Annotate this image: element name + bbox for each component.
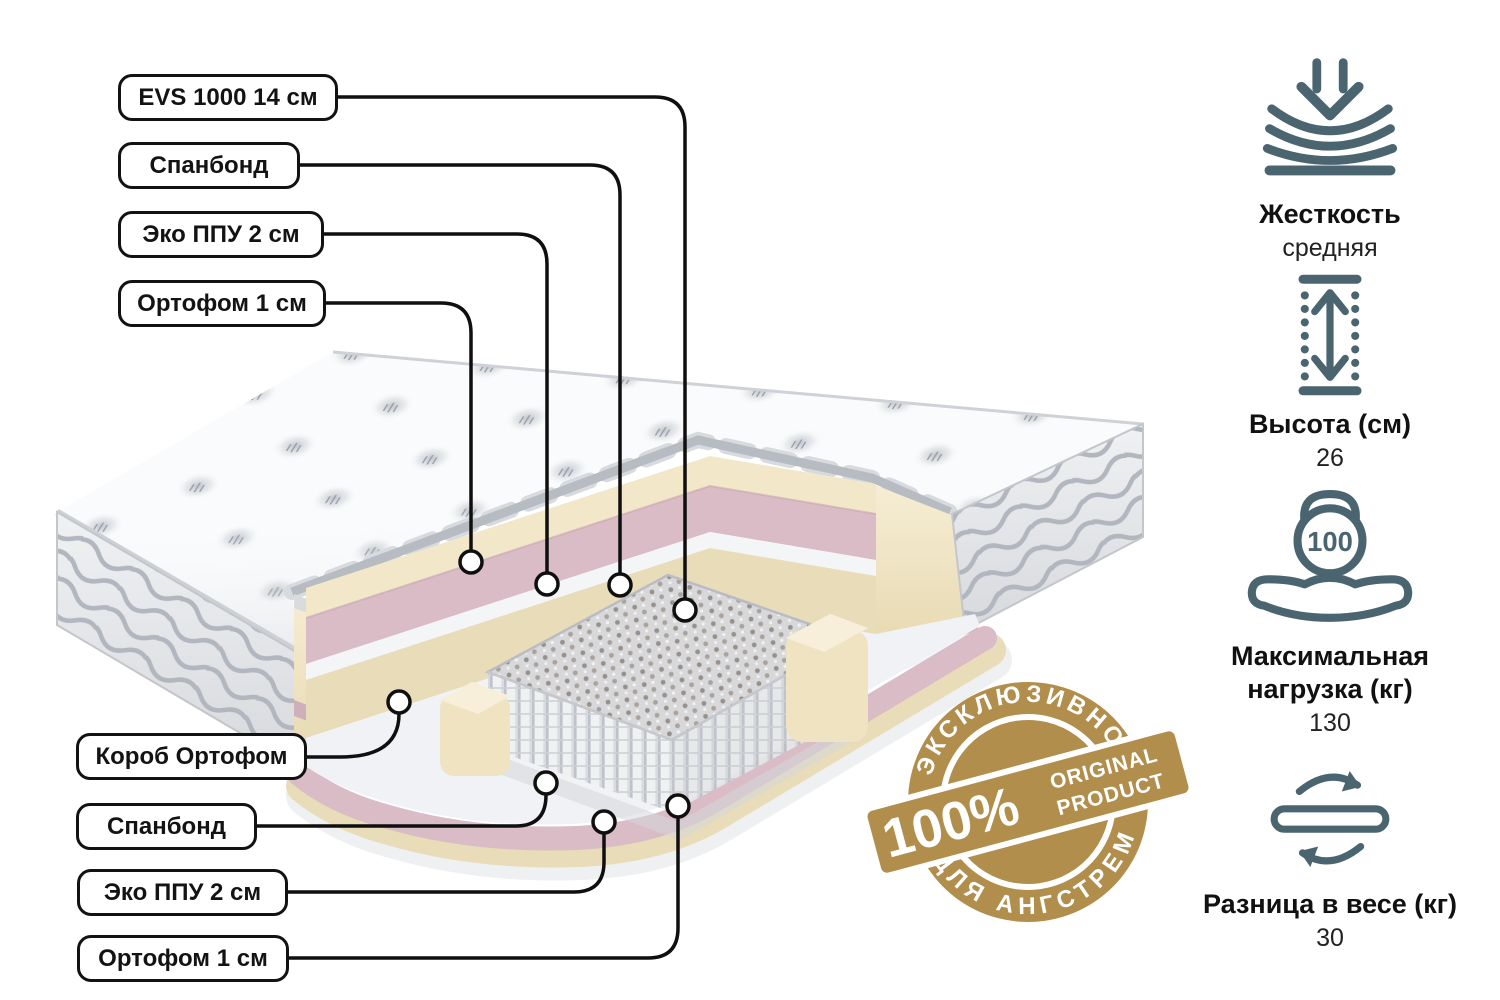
layer-label-ortofoam-bottom: Ортофом 1 см [77, 935, 289, 982]
callout-lines [250, 95, 687, 960]
layer-label-eco-ppu-bottom: Эко ППУ 2 см [77, 869, 288, 916]
layer-label-eco-ppu-top: Эко ППУ 2 см [118, 211, 324, 258]
max-load-icon: 100 [1247, 490, 1413, 622]
spec-weight-difference: Разница в весе (кг) 30 [1195, 760, 1465, 954]
layer-label-foam-box: Короб Ортофом [76, 733, 307, 780]
spec-value: 30 [1316, 923, 1344, 952]
firmness-icon [1262, 58, 1398, 176]
spec-title: Максимальная нагрузка (кг) [1230, 641, 1430, 704]
layer-label-spunbond-bottom: Спанбонд [76, 803, 257, 850]
foam-box-blocks [440, 614, 868, 776]
layer-label-spunbond-top: Спанбонд [118, 142, 300, 189]
spec-value: средняя [1282, 233, 1378, 262]
spec-value: 26 [1316, 443, 1344, 472]
spec-title: Высота (см) [1248, 409, 1412, 439]
weight-difference-icon [1270, 771, 1390, 867]
mattress-left-side [56, 510, 310, 770]
spec-value: 130 [1309, 708, 1351, 737]
spec-title: Разница в весе (кг) [1202, 889, 1458, 919]
original-product-badge: ЭКСКЛЮЗИВНО ДЛЯ АНГСТРЕМ 100% ORIGINAL P… [861, 666, 1195, 935]
spec-title: Жесткость [1259, 199, 1401, 229]
layer-label-evs-1000: EVS 1000 14 см [118, 74, 338, 121]
callout-endpoints [386, 549, 698, 835]
kettlebell-label: 100 [1307, 526, 1353, 557]
quilt-cut-piping [284, 431, 958, 600]
spec-height: Высота (см) 26 [1195, 272, 1465, 474]
spec-firmness: Жесткость средняя [1195, 56, 1465, 264]
layer-label-ortofoam-top: Ортофом 1 см [118, 280, 326, 327]
spec-max-load: 100 Максимальная нагрузка (кг) 130 [1195, 488, 1465, 739]
height-icon [1298, 274, 1362, 396]
